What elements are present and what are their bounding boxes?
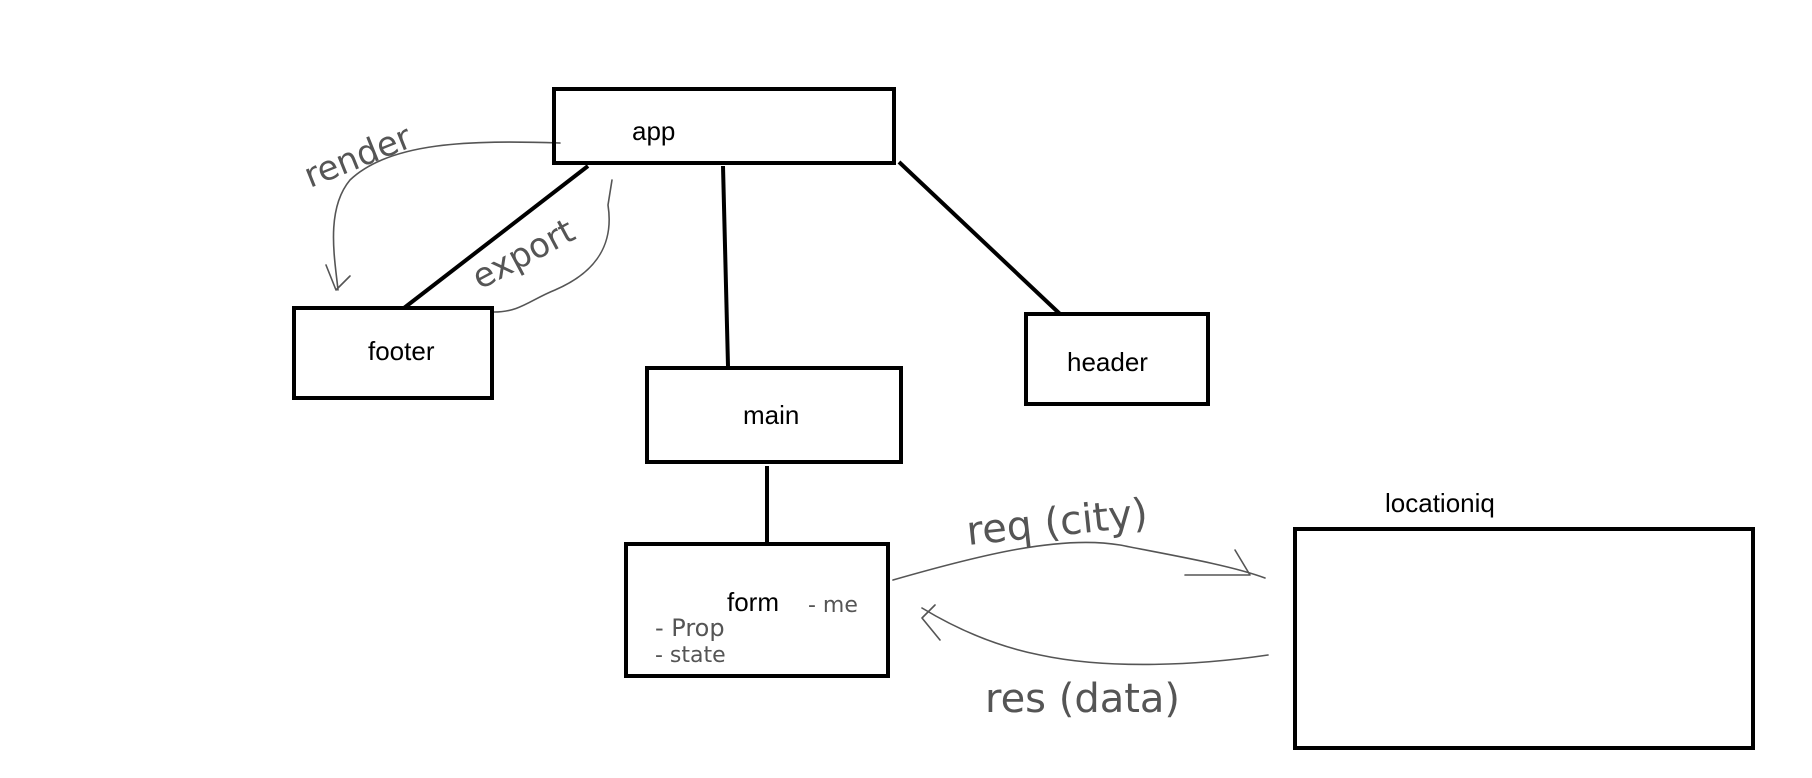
app-node bbox=[552, 87, 896, 165]
res-arrowhead bbox=[921, 604, 941, 641]
form-state-note: - state bbox=[655, 643, 726, 668]
res-arrow bbox=[921, 607, 1269, 666]
form-label: form bbox=[727, 587, 779, 617]
footer-label: footer bbox=[368, 336, 435, 366]
main-label: main bbox=[743, 400, 800, 430]
export-arrow bbox=[493, 179, 613, 313]
form-prop-note: - Prop bbox=[655, 614, 725, 642]
main-node bbox=[645, 366, 903, 464]
req-arrow bbox=[892, 541, 1266, 581]
footer-node bbox=[292, 306, 494, 400]
form-me-note: - me bbox=[808, 593, 858, 618]
render-annotation: render bbox=[298, 117, 417, 196]
locationiq-label: locationiq bbox=[1385, 488, 1495, 518]
render-arrow bbox=[332, 141, 561, 291]
locationiq-node bbox=[1293, 527, 1755, 750]
edge-app-footer bbox=[402, 164, 590, 310]
res-annotation: res (data) bbox=[985, 676, 1180, 722]
header-label: header bbox=[1067, 347, 1148, 377]
header-node bbox=[1024, 312, 1210, 406]
app-label: app bbox=[632, 116, 676, 146]
req-arrowhead bbox=[1184, 549, 1251, 576]
form-node bbox=[624, 542, 890, 678]
edge-app-header bbox=[897, 160, 1062, 316]
edge-app-main bbox=[721, 165, 730, 367]
render-arrowhead bbox=[325, 264, 351, 291]
